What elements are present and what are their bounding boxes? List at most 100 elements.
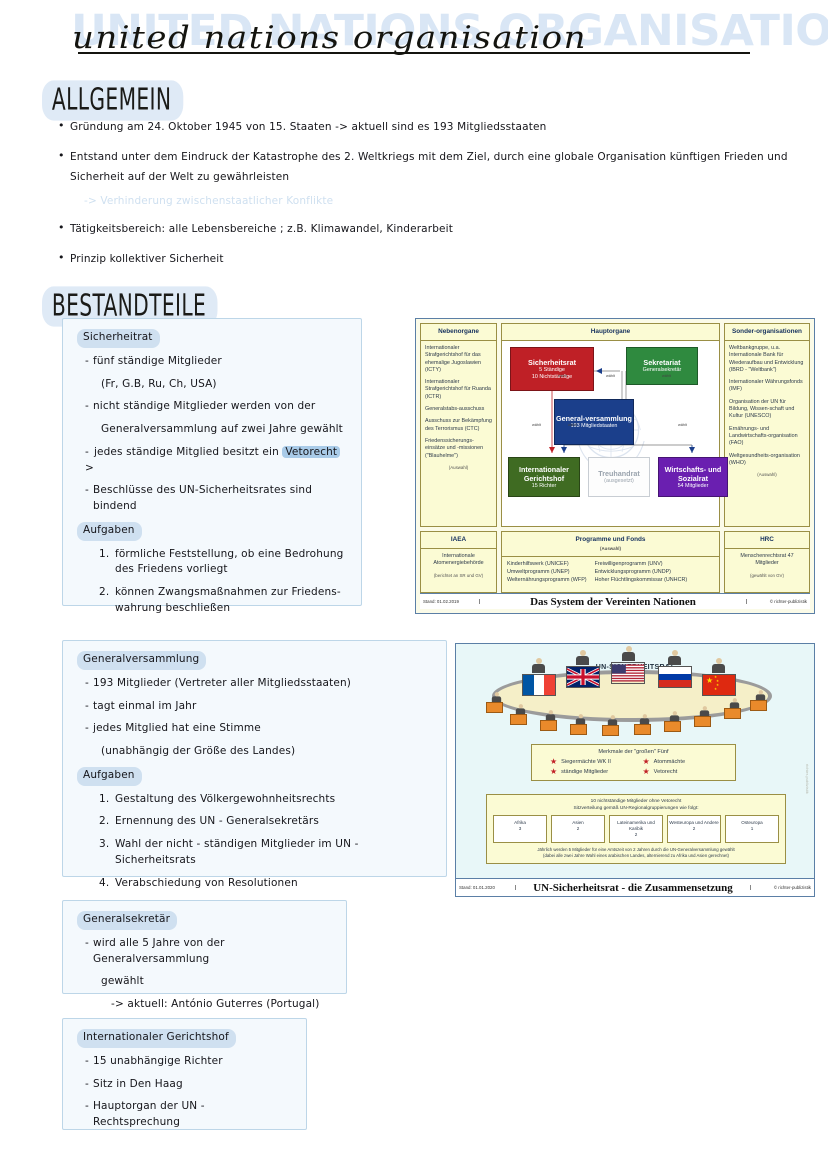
merkmal-label: Vetorecht (653, 769, 678, 775)
panel-footnote-line: Jährlich werden 5 Mitglieder für eine Am… (537, 847, 735, 853)
regional-group: Osteuropa 1 (725, 815, 779, 844)
panel-footnote-line: (dabei alle zwei Jahre Wahl eines arabis… (543, 853, 729, 859)
programme-column-right: Freiwilligenprogramm (UNV) Entwicklungsp… (595, 560, 688, 584)
programme-column-left: Kinderhilfswerk (UNICEF) Umweltprogramm … (507, 560, 587, 584)
organ-sub: Generalsekretär (642, 367, 682, 374)
star-icon: ★ (550, 757, 558, 766)
highlight-vetorecht: Vetorecht (282, 445, 341, 458)
organ-name: Wirtschafts- und Sozialrat (664, 464, 722, 483)
arrow-marker: -> (85, 445, 94, 474)
column-item: Organisation der UN für Bildung, Wissen-… (729, 398, 795, 420)
caption-stand: Stand: 01.02.2019 (420, 599, 480, 604)
dash-marker: - (85, 1077, 89, 1090)
programme-columns: Kinderhilfswerk (UNICEF) Umweltprogramm … (502, 557, 719, 587)
dash-marker: - (85, 400, 89, 413)
delegate-figure-small (669, 711, 680, 722)
bullet-dot-icon: • (58, 119, 65, 132)
list-item-line: des Friedens vorliegt (115, 563, 228, 576)
column-item: Weltbankgruppe, u.a. Internationale Bank… (729, 345, 804, 373)
panel-subtitle-line: 10 nichtständige Mitglieder ohne Vetorec… (590, 799, 682, 804)
list-number: 3. (99, 838, 110, 850)
delegate-desk (634, 724, 651, 735)
section-heading-allgemein: ALLGEMEIN (42, 80, 184, 121)
dash-marker: - (85, 1100, 89, 1113)
organ-treuhandrat: Treuhandrat (ausgesetzt) (588, 457, 650, 497)
list-item-text: 15 unabhängige Richter (93, 1054, 223, 1067)
programme-item: Umweltprogramm (UNEP) (507, 568, 570, 575)
organ-sub: 15 Richter (531, 482, 557, 489)
list-number: 4. (99, 876, 110, 889)
column-item: Internationaler Strafgerichtshof für das… (425, 345, 482, 373)
column-heading: Hauptorgane (502, 324, 719, 341)
box-body: Internationale Atomenergiebehörde (beric… (421, 549, 496, 583)
list-item: ★ständige Mitglieder (550, 768, 637, 776)
flag-united-kingdom-icon (566, 666, 600, 688)
list-item: • Entstand unter dem Eindruck der Katast… (58, 148, 798, 187)
column-note: (Auswahl) (757, 472, 777, 478)
delegate-figure-small (699, 706, 710, 717)
organ-sub: 54 Mitglieder (677, 482, 709, 489)
delegate-desk (664, 721, 681, 732)
dash-marker: - (85, 354, 89, 367)
regional-group-seats: 2 (576, 826, 580, 832)
list-item: ★Vetorecht (643, 768, 730, 776)
list-item: • Tätigkeitsbereich: alle Lebensbereiche… (58, 220, 798, 239)
panel-subtitle-line: Sitzverteilung gemäß UN-Regionalgruppier… (573, 805, 699, 811)
bullet-dot-icon: • (58, 149, 65, 163)
column-item: Ernährungs- und Landwirtschafts-organisa… (729, 425, 798, 447)
organ-wirtschafts-und-sozialrat: Wirtschafts- und Sozialrat 54 Mitglieder (658, 457, 728, 497)
star-icon: ★ (642, 757, 650, 766)
regional-group-name: Asien (572, 820, 584, 826)
delegate-figure (622, 646, 635, 661)
regional-group: Westeuropa und Andere 2 (667, 815, 721, 844)
column-item: Internationaler Währungsfonds (IMF) (729, 379, 803, 393)
list-item: -> jedes ständige Mitglied besitzt ein V… (77, 445, 347, 477)
programme-item: Hoher Flüchtlingskommissar (UNHCR) (594, 576, 688, 583)
list-item-text: tagt einmal im Jahr (93, 699, 197, 712)
list-item: - jedes Mitglied hat eine Stimme (77, 721, 432, 737)
list-item: - fünf ständige Mitglieder (77, 354, 347, 370)
caption-stand: Stand: 01.01.2020 (456, 885, 516, 890)
regional-group-seats: 3 (518, 826, 522, 832)
bullet-text: Prinzip kollektiver Sicherheit (70, 253, 224, 266)
diagram-box-iaea: IAEA Internationale Atomenergiebehörde (… (420, 531, 497, 593)
box-body: Menschenrechtsrat 47 Mitglieder (gewählt… (725, 549, 809, 583)
dash-marker: - (85, 676, 89, 689)
note-box-title: Generalversammlung (77, 651, 207, 670)
list-number: 2. (99, 586, 110, 598)
organ-sekretariat: Sekretariat Generalsekretär (626, 347, 698, 385)
list-item: - Beschlüsse des UN-Sicherheitsrates sin… (77, 483, 347, 515)
box-note: (Auswahl) (600, 546, 621, 551)
list-item: • Prinzip kollektiver Sicherheit (58, 250, 798, 269)
regional-group-seats: 2 (692, 826, 696, 832)
panel-subtitle: 10 nichtständige Mitglieder ohne Vetorec… (493, 799, 779, 812)
ghost-note: -> Verhinderung zwischenstaatlicher Konf… (84, 195, 334, 208)
note-box-internationaler-gerichtshof: Internationaler Gerichtshof - 15 unabhän… (62, 1018, 307, 1130)
list-item-text: Beschlüsse des UN-Sicherheitsrates sind … (93, 484, 313, 512)
box-text: Menschenrechtsrat 47 Mitglieder (740, 553, 794, 567)
dash-marker: - (85, 722, 89, 735)
list-item: - tagt einmal im Jahr (77, 699, 432, 715)
organ-sub: 10 Nichtständige (531, 373, 573, 380)
organ-generalversammlung: General-versammlung 193 Mitgliedstaaten (554, 399, 634, 445)
box-text: Internationale Atomenergiebehörde (433, 553, 484, 567)
delegate-figure-small (491, 692, 502, 703)
list-item: - wird alle 5 Jahre von der Generalversa… (77, 936, 332, 968)
note-box-title: Internationaler Gerichtshof (77, 1029, 236, 1048)
organ-name: Sicherheitsrat (528, 357, 576, 367)
organ-name: Internationaler Gerichtshof (519, 464, 569, 483)
list-item: 2. Ernennung des UN - Generalsekretärs (77, 814, 432, 830)
list-item-line: können Zwangsmaßnahmen zur Friedens- (115, 586, 341, 598)
delegate-desk (486, 702, 503, 713)
page-title-block: United Nations Organisation united natio… (0, 0, 828, 78)
caption-copyright: © richter-publizistik (750, 885, 814, 890)
delegate-figure-small (545, 710, 556, 721)
list-item-text: förmliche Feststellung, ob eine Bedrohun… (115, 547, 347, 579)
note-box-subtitle: Aufgaben (77, 766, 142, 786)
star-icon: ★ (642, 767, 650, 776)
list-item: ★Atommächte (643, 758, 730, 766)
diagram-column-sonderorganisationen: Sonder-organisationen Weltbankgruppe, u.… (724, 323, 810, 527)
list-item: 1. Gestaltung des Völkergewohnheitsrecht… (77, 792, 432, 808)
panel-footnote: Jährlich werden 5 Mitglieder für eine Am… (493, 847, 779, 859)
organ-name: Sekretariat (643, 358, 681, 368)
